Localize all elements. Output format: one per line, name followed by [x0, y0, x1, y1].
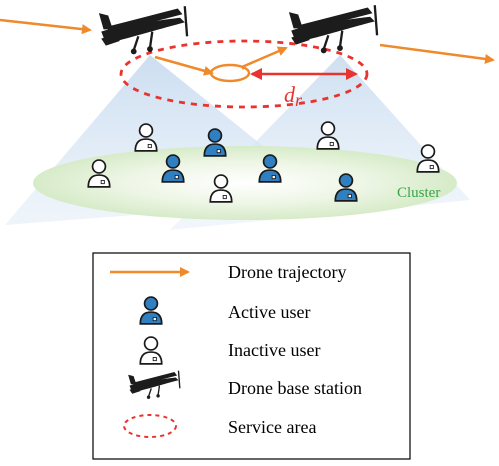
legend-service-area-ellipse [123, 414, 177, 438]
orbit-circle [209, 63, 251, 83]
trajectory-arrow-descent [154, 55, 214, 76]
distance-label: dr [284, 82, 303, 110]
cluster-label: Cluster [397, 185, 440, 201]
legend-label-inactive: Inactive user [228, 340, 320, 360]
legend-label-drone: Drone base station [228, 378, 362, 398]
legend: Drone trajectory Active user Inactive us… [92, 252, 411, 460]
trajectory-arrow-outgoing [379, 43, 495, 64]
trajectory-arrow-ascent [241, 46, 288, 69]
legend-label-trajectory: Drone trajectory [228, 262, 346, 282]
legend-label-active: Active user [228, 302, 310, 322]
service-area-ellipse [119, 39, 369, 109]
legend-label-service-area: Service area [228, 417, 316, 437]
trajectory-arrow-incoming [0, 18, 92, 35]
